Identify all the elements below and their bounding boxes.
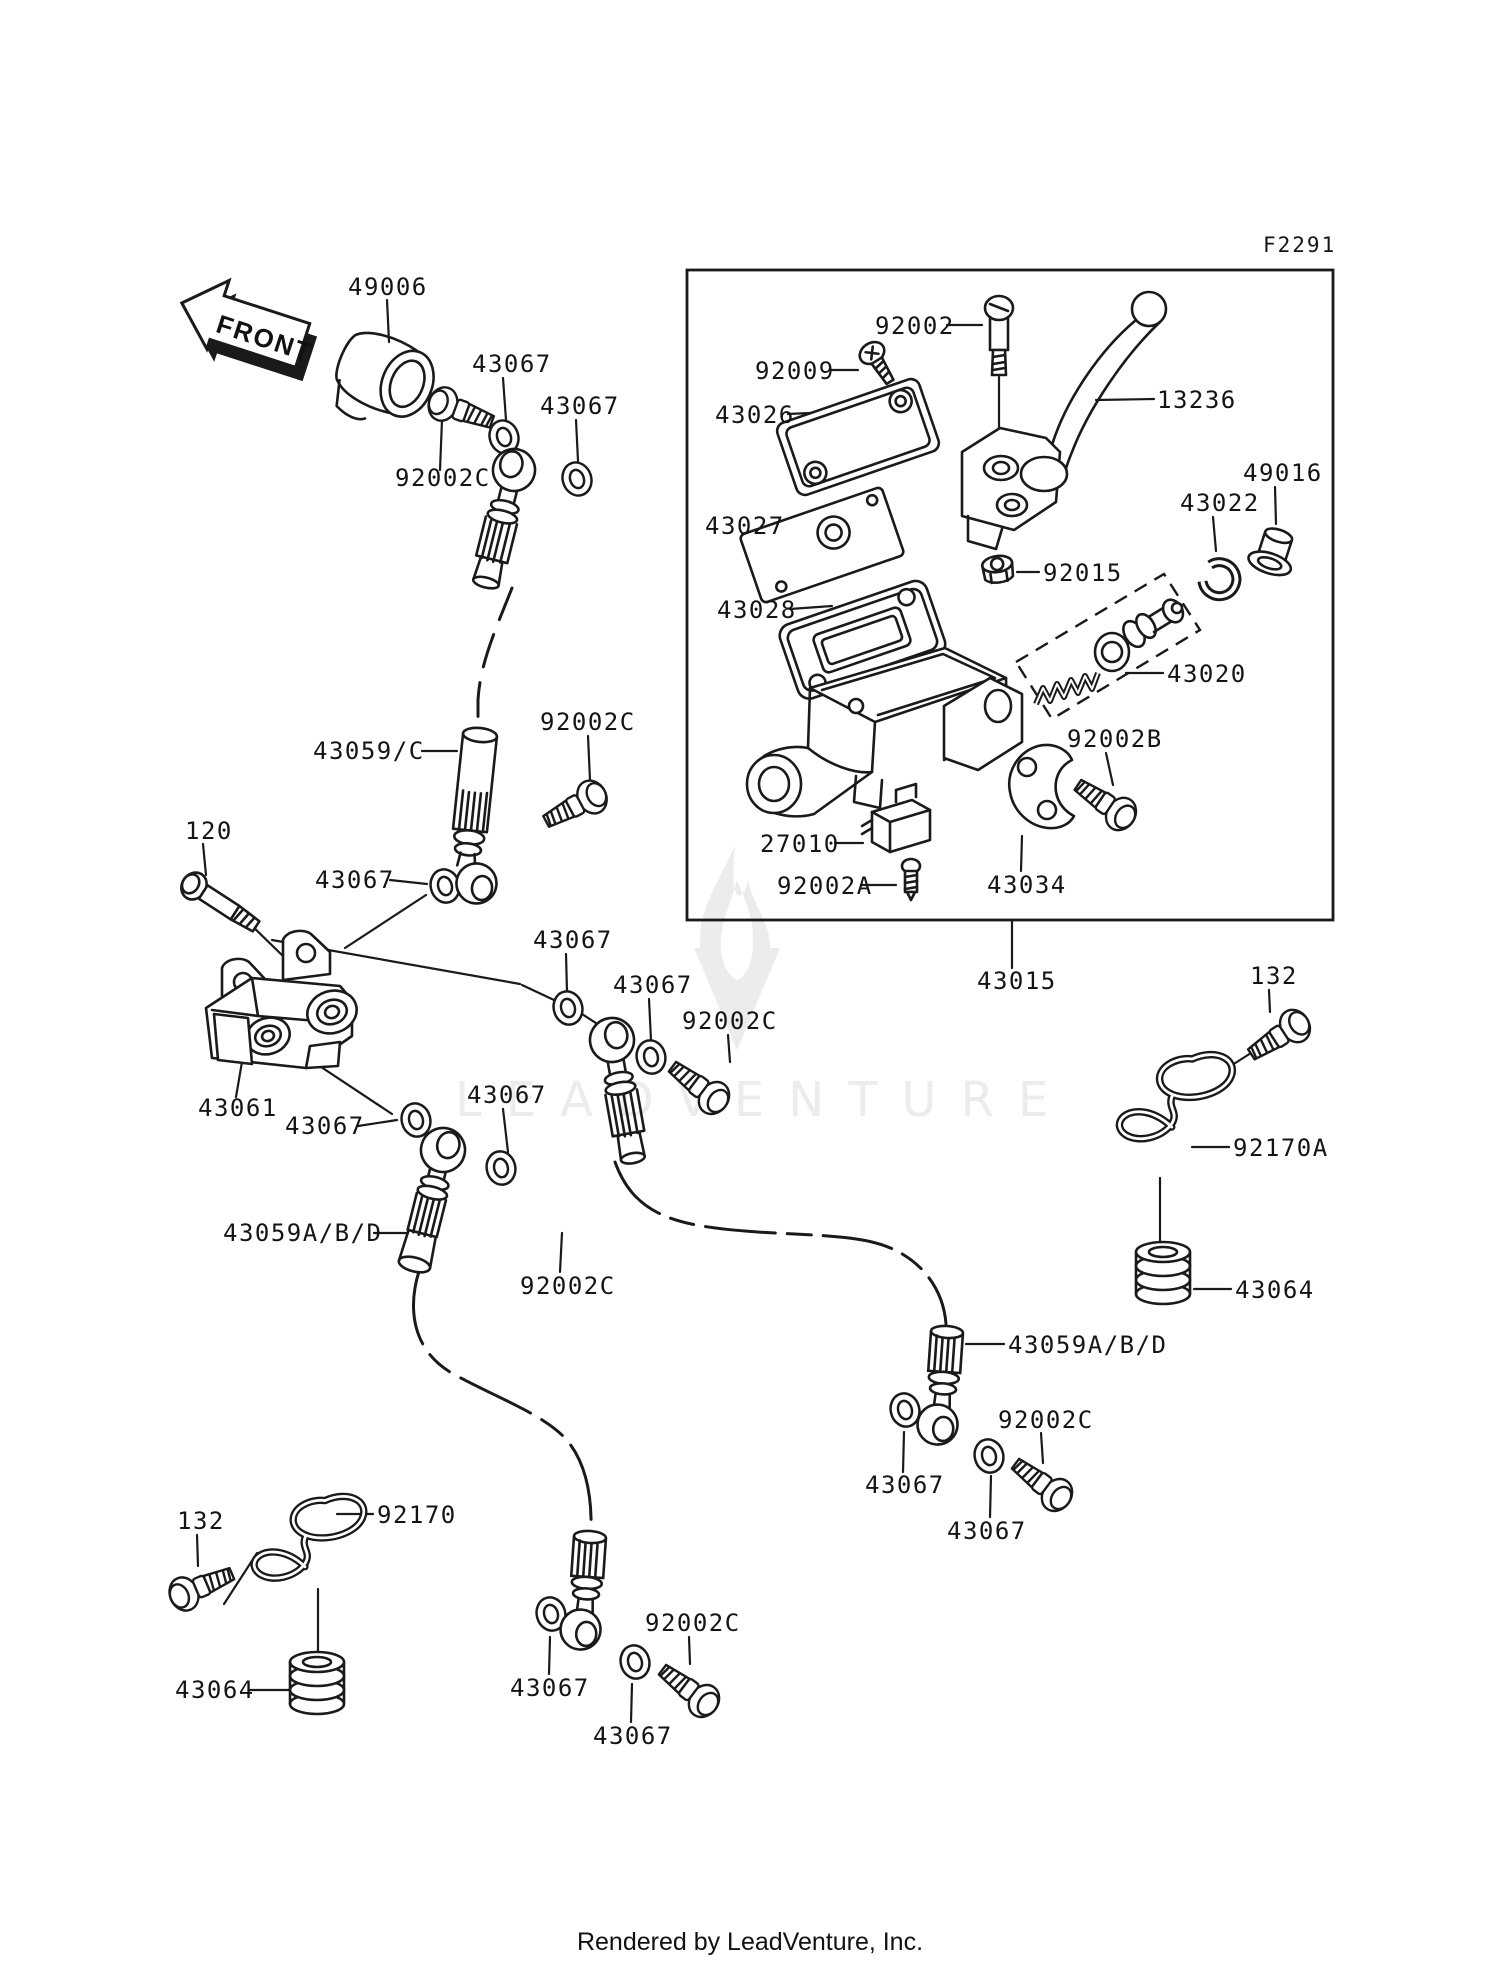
bolt-120-drawing bbox=[180, 871, 261, 933]
watermark-text: LEADVENTURE bbox=[455, 1072, 1072, 1128]
washer-43067-drawing bbox=[969, 1434, 1009, 1478]
part-label-43067: 43067 bbox=[540, 392, 620, 420]
screw-92002a-drawing bbox=[900, 857, 922, 902]
washer-43067-drawing bbox=[615, 1640, 655, 1684]
part-label-92002c: 92002C bbox=[682, 1007, 778, 1035]
detail-box-frame bbox=[685, 268, 1335, 922]
part-label-43059abd: 43059A/B/D bbox=[223, 1219, 383, 1247]
bolt-92002-drawing bbox=[983, 294, 1015, 377]
part-label-13236: 13236 bbox=[1157, 386, 1237, 414]
part-label-92002c: 92002C bbox=[645, 1609, 741, 1637]
part-label-43067: 43067 bbox=[865, 1471, 945, 1499]
washer-43067-drawing bbox=[482, 1147, 520, 1189]
part-label-92002a: 92002A bbox=[777, 872, 873, 900]
nut-92015-drawing bbox=[980, 554, 1015, 585]
hose-fitting-drawing bbox=[588, 1016, 646, 1165]
part-label-92002b: 92002B bbox=[1067, 725, 1163, 753]
washer-43067-drawing bbox=[557, 457, 597, 501]
part-label-43067: 43067 bbox=[467, 1081, 547, 1109]
part-label-43067: 43067 bbox=[472, 350, 552, 378]
figure-code: F2291 bbox=[1263, 233, 1336, 257]
footer-credit: Rendered by LeadVenture, Inc. bbox=[577, 1928, 923, 1956]
part-label-43020: 43020 bbox=[1167, 660, 1247, 688]
banjo-bolt-92002c-drawing bbox=[422, 382, 499, 439]
bolt-132-drawing bbox=[1240, 1002, 1318, 1070]
part-label-43015: 43015 bbox=[977, 967, 1057, 995]
washer-43067-drawing bbox=[548, 986, 588, 1030]
part-label-132: 132 bbox=[1250, 962, 1298, 990]
hose-fitting-drawing bbox=[397, 1126, 467, 1274]
grommet-43064-drawing bbox=[1134, 1240, 1192, 1306]
washer-43067-drawing bbox=[632, 1036, 670, 1078]
master-cylinder-body-drawing bbox=[745, 646, 1024, 818]
v-watermark-icon bbox=[694, 948, 780, 1050]
part-label-43067: 43067 bbox=[510, 1674, 590, 1702]
piston-kit-43020-drawing bbox=[1014, 572, 1202, 721]
grommet-43064-drawing bbox=[288, 1650, 346, 1716]
front-arrow-icon: FRONT bbox=[179, 277, 318, 382]
part-label-132: 132 bbox=[177, 1507, 225, 1535]
part-label-43027: 43027 bbox=[705, 512, 785, 540]
boot-49006-drawing bbox=[335, 331, 435, 421]
part-label-43067: 43067 bbox=[533, 926, 613, 954]
hose-43059c-fitting-drawing bbox=[451, 726, 499, 905]
e-clip-43022-drawing bbox=[1197, 557, 1242, 602]
part-label-43064: 43064 bbox=[175, 1676, 255, 1704]
part-label-27010: 27010 bbox=[760, 830, 840, 858]
cap-49016-drawing bbox=[1247, 527, 1294, 577]
part-label-92002c: 92002C bbox=[395, 464, 491, 492]
part-label-92170: 92170 bbox=[377, 1501, 457, 1529]
banjo-bolt-92002c-drawing bbox=[536, 774, 614, 838]
leadventure-watermark: LEADVENTURE bbox=[455, 846, 1072, 1128]
bolt-132-drawing bbox=[163, 1556, 240, 1617]
part-label-92002c: 92002C bbox=[998, 1406, 1094, 1434]
brake-hose-curves bbox=[412, 586, 948, 1532]
diaphragm-43028-drawing bbox=[778, 579, 947, 700]
switch-27010-drawing bbox=[860, 782, 932, 854]
part-label-43067: 43067 bbox=[593, 1722, 673, 1750]
part-label-49006: 49006 bbox=[348, 273, 428, 301]
hose-fitting-drawing bbox=[914, 1323, 966, 1448]
part-label-43034: 43034 bbox=[987, 871, 1067, 899]
clamp-43034-drawing bbox=[1007, 743, 1076, 830]
brake-lever-13236-drawing bbox=[960, 290, 1168, 551]
junction-block-43061-drawing bbox=[204, 929, 358, 1070]
clip-92170a-drawing bbox=[1119, 1055, 1232, 1139]
part-label-43067: 43067 bbox=[947, 1517, 1027, 1545]
part-label-92009: 92009 bbox=[755, 357, 835, 385]
part-label-43067: 43067 bbox=[285, 1112, 365, 1140]
bolt-92002b-drawing bbox=[1067, 769, 1144, 838]
part-label-43067: 43067 bbox=[613, 971, 693, 999]
reservoir-cap-43026-drawing bbox=[775, 377, 941, 497]
banjo-bolt-92002c-drawing bbox=[651, 1654, 727, 1725]
screw-92009-drawing bbox=[858, 340, 895, 386]
part-label-43028: 43028 bbox=[717, 596, 797, 624]
part-label-92002: 92002 bbox=[875, 312, 955, 340]
part-label-43061: 43061 bbox=[198, 1094, 278, 1122]
part-label-43059abd: 43059A/B/D bbox=[1008, 1331, 1168, 1359]
clip-92170-drawing bbox=[254, 1496, 364, 1578]
part-label-92170a: 92170A bbox=[1233, 1134, 1329, 1162]
hose-elbow-fitting-drawing bbox=[471, 447, 537, 590]
part-label-92015: 92015 bbox=[1043, 559, 1123, 587]
part-label-43064: 43064 bbox=[1235, 1276, 1315, 1304]
hose-fitting-drawing bbox=[557, 1528, 609, 1653]
part-label-43067: 43067 bbox=[315, 866, 395, 894]
part-label-43022: 43022 bbox=[1180, 489, 1260, 517]
part-label-49016: 49016 bbox=[1243, 459, 1323, 487]
part-label-43026: 43026 bbox=[715, 401, 795, 429]
part-label-43059c: 43059/C bbox=[313, 737, 425, 765]
diaphragm-plate-43027-drawing bbox=[739, 486, 905, 604]
part-label-120: 120 bbox=[185, 817, 233, 845]
part-label-92002c: 92002C bbox=[520, 1272, 616, 1300]
part-label-92002c: 92002C bbox=[540, 708, 636, 736]
